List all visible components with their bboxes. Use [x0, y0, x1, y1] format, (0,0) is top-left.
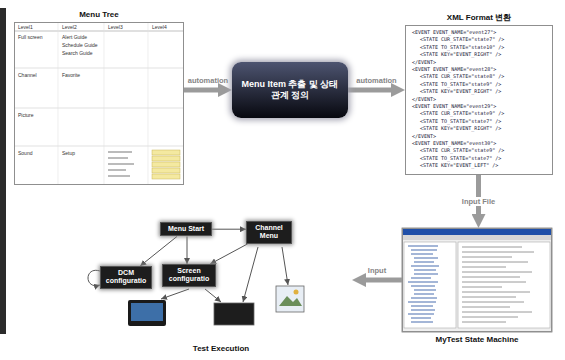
table-cell-text: Search Guide [62, 51, 93, 56]
xml-line: </EVENT> [412, 97, 436, 102]
tree-pane [404, 242, 456, 328]
transition-arrow [187, 236, 188, 264]
state-machine-window: MyTest State Machine [402, 228, 552, 332]
table-cell-text: Level2 [62, 25, 77, 30]
xml-line: </EVENT> [412, 134, 436, 139]
xml-line: <STATE CUR_STATE="state8" /> [420, 74, 504, 79]
xml-line: <EVENT EVENT_NAME="event30"> [412, 141, 496, 146]
state-box: Menu Start [160, 222, 212, 236]
table-cell-text: Level4 [152, 25, 167, 30]
transition-arrow [88, 247, 288, 302]
table-cell [152, 162, 180, 167]
app-window [402, 228, 552, 332]
edge-label: automation [356, 77, 396, 85]
flow-arrow [184, 88, 226, 93]
node-label: DCM configuratio [103, 269, 149, 286]
table-rule [58, 22, 148, 185]
xml-line: <STATE CUR_STATE="state7" /> [420, 37, 504, 42]
panel-heading: XML Format 변환 [376, 14, 565, 22]
xml-line: <STATE CUR_STATE="state9" /> [420, 111, 504, 116]
tv-icon [128, 300, 166, 326]
flow-arrow [348, 88, 399, 93]
tv-screen [131, 303, 163, 321]
table-cell-text: Alert Guide [62, 35, 87, 40]
screen-shot [276, 286, 304, 312]
xml-line: <EVENT EVENT_NAME="event27"> [412, 30, 496, 35]
table-cell [152, 174, 180, 179]
table-cell-text: Favorite [62, 73, 80, 78]
table-cell [152, 150, 180, 155]
state-box: DCM configuratio [100, 266, 152, 289]
xml-line: <STATE TO_STATE="state7" /> [420, 119, 501, 124]
table-cell [152, 150, 180, 179]
edge-label: automation [188, 77, 228, 85]
panel-heading: Test Execution [60, 345, 382, 353]
title-bar [402, 228, 552, 235]
xml-line: <EVENT EVENT_NAME="event28"> [412, 67, 496, 72]
panel-heading: Menu Tree [0, 11, 213, 19]
transition-arrow [205, 289, 221, 302]
table-rule [14, 68, 184, 146]
node-label: Menu Start [163, 225, 209, 233]
state-box: Screen configuratio [162, 264, 216, 287]
table-cell-text: Channel [18, 73, 37, 78]
detail-pane [458, 242, 550, 328]
table-ground [14, 22, 184, 185]
edge-label: Input [368, 267, 386, 275]
transition-arrow [243, 247, 258, 302]
tool-bar [402, 235, 552, 240]
test-execution-area: Test ExecutionMenu StartChannel MenuDCM … [90, 212, 352, 340]
transition-arrow [140, 236, 177, 266]
table-cell-text: Setup [62, 151, 75, 156]
table-rule [14, 31, 184, 32]
xml-line: <STATE KEY="EVENT_RIGHT" /> [420, 52, 501, 57]
xml-line: <STATE KEY="EVENT_LEFT" /> [420, 163, 498, 168]
xml-line: <STATE TO_STATE="state9" /> [420, 82, 501, 87]
tree-items [408, 246, 439, 322]
node-label: Menu Item 추출 및 상태 관계 정의 [238, 79, 342, 102]
transition-arrow [210, 244, 248, 264]
table-cell [152, 156, 180, 161]
panel-heading: MyTest State Machine [373, 336, 565, 344]
self-loop [88, 270, 100, 285]
state-box [214, 303, 254, 325]
transition-arrow [212, 229, 246, 230]
transition-arrow [161, 289, 189, 299]
table-cell-text: Level3 [108, 25, 123, 30]
xml-line: <EVENT EVENT_NAME="event29"> [412, 104, 496, 109]
xml-line: <STATE TO_STATE="state10" /> [420, 45, 504, 50]
state-box: Channel Menu [246, 221, 292, 244]
menu-tree-panel: Menu Tree [14, 22, 184, 185]
table-cell-text: Full screen [18, 35, 42, 40]
xml-line: <STATE KEY="EVENT_RIGHT" /> [420, 126, 501, 131]
table-cell-text: Picture [18, 113, 34, 118]
node-label: Channel Menu [249, 224, 289, 241]
side-bar [0, 8, 6, 334]
flow-arrow [358, 278, 402, 283]
xml-line: </EVENT> [412, 60, 436, 65]
edge-label: Input File [460, 197, 497, 207]
table-cell [152, 168, 180, 173]
table-cell-text: Level1 [18, 25, 33, 30]
table-cell-text: Sound [18, 151, 32, 156]
screen-shot [279, 296, 302, 306]
xml-line: <STATE CUR_STATE="state9" /> [420, 148, 504, 153]
xml-ground [405, 25, 553, 175]
detail-lines [462, 247, 534, 322]
screen-shot [294, 290, 299, 295]
xml-line: <STATE KEY="EVENT_RIGHT" /> [420, 89, 501, 94]
table-entry [108, 152, 134, 176]
node-label: Screen configuratio [165, 267, 213, 284]
process-box: Menu Item 추출 및 상태 관계 정의 [232, 62, 348, 118]
xml-line: <STATE TO_STATE="state7" /> [420, 156, 501, 161]
transition-arrow [282, 247, 288, 285]
table-cell-text: Schedule Guide [62, 43, 98, 48]
